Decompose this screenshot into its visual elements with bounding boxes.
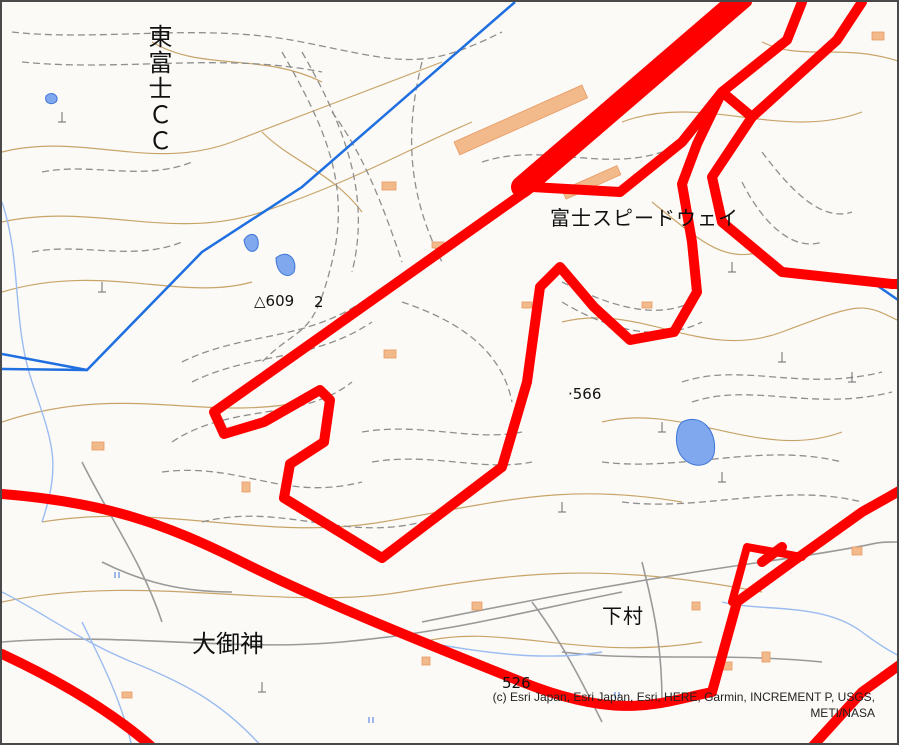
field-symbol-icon — [114, 572, 620, 723]
map-attribution: (c) Esri Japan, Esri Japan, Esri, HERE, … — [492, 690, 875, 720]
spot-elevation-526-label: 526 — [502, 674, 531, 692]
circuit-label: 富士スピードウェイ — [550, 206, 739, 230]
spot-elevation-icon: ·566 — [568, 385, 602, 403]
elevation-number-label: 2 — [314, 293, 324, 311]
triangulation-point-icon: △609 — [254, 292, 295, 310]
water-bodies — [45, 93, 716, 466]
wasteland-symbol-icon — [58, 112, 856, 693]
golf-course-label: 東富士ＣＣ — [144, 24, 172, 154]
buildings — [91, 31, 885, 699]
village-shimo-label: 下村 — [602, 604, 644, 628]
village-ogami-label: 大御神 — [192, 630, 264, 658]
contour-lines — [2, 41, 897, 649]
streams — [2, 201, 897, 743]
